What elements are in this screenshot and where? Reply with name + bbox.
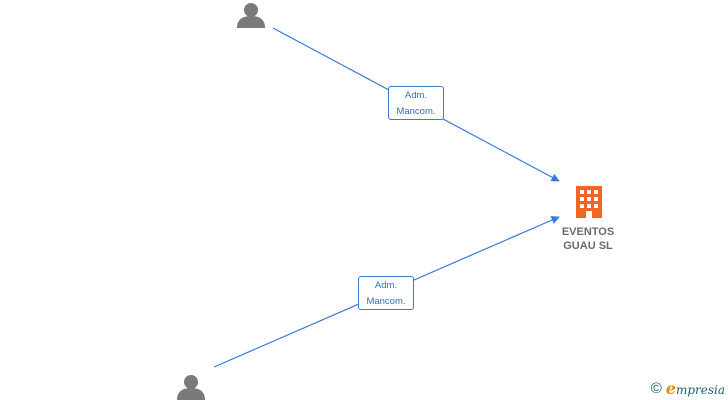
company-name-line2: GUAU SL [563, 240, 613, 252]
brand-initial: e [665, 379, 676, 398]
company-name[interactable]: EVENTOS GUAU SL [543, 225, 633, 253]
brand-rest: mpresia [675, 383, 725, 397]
edge-label-bottom[interactable]: Adm. Mancom. [358, 276, 414, 310]
company-name-line1: EVENTOS [561, 226, 615, 238]
brand-logo: © empresia [651, 379, 725, 398]
edge-label-line1: Adm. [374, 280, 398, 291]
edge-label-line1: Adm. [404, 90, 428, 101]
brand-wordmark: empresia [666, 379, 725, 398]
building-icon[interactable] [576, 186, 602, 218]
copyright-icon: © [650, 380, 662, 397]
person-icon[interactable] [237, 3, 265, 28]
edge-label-line2: Mancom. [366, 296, 406, 307]
person-icon[interactable] [177, 375, 205, 400]
edge-label-top[interactable]: Adm. Mancom. [388, 86, 444, 120]
edge-label-line2: Mancom. [396, 106, 436, 117]
